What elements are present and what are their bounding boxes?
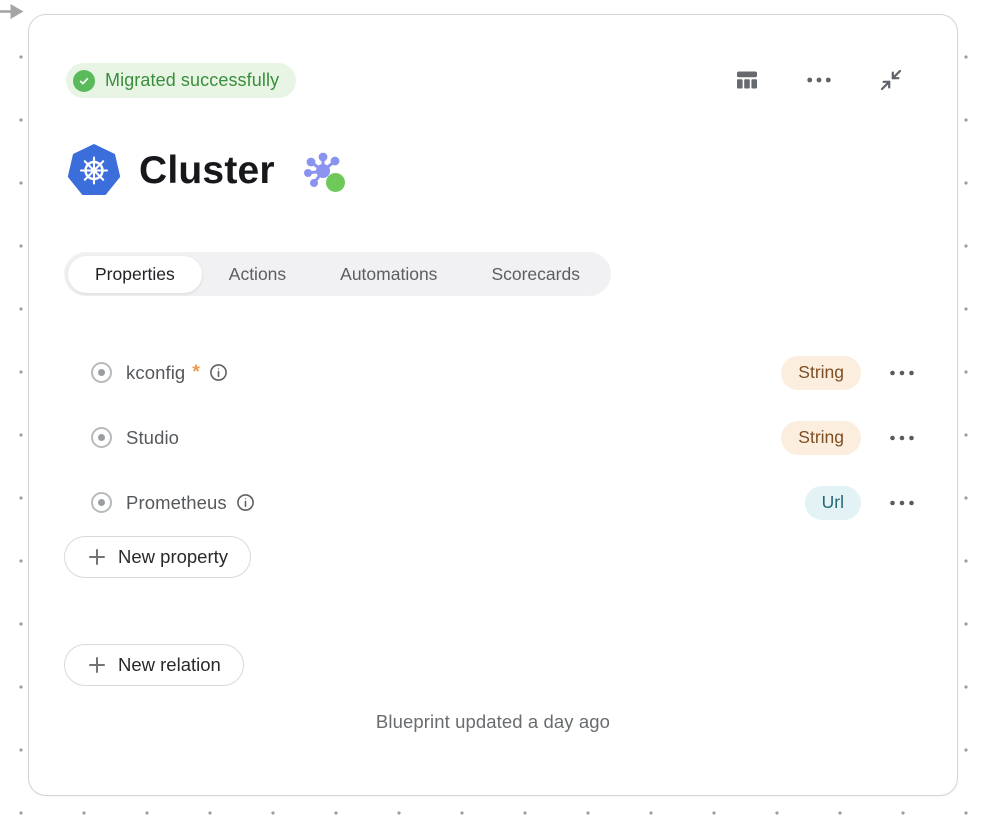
kubernetes-icon (67, 144, 121, 195)
kebab-icon (890, 500, 914, 505)
property-row-studio[interactable]: Studio String (64, 405, 922, 470)
page-title: Cluster (139, 149, 275, 192)
info-icon[interactable] (236, 493, 255, 512)
new-property-label: New property (118, 546, 229, 567)
property-menu-button[interactable] (888, 424, 916, 452)
tab-actions[interactable]: Actions (202, 256, 313, 293)
plus-icon (89, 657, 105, 673)
card-toolbar (734, 67, 904, 93)
property-name: Studio (126, 426, 180, 448)
connector-arrow-icon (0, 4, 24, 19)
tab-properties[interactable]: Properties (68, 255, 202, 293)
property-row-kconfig[interactable]: kconfig * String (64, 340, 922, 405)
tab-bar: Properties Actions Automations Scorecard… (64, 252, 611, 296)
kebab-icon (890, 370, 914, 375)
collapse-icon (880, 69, 902, 91)
property-menu-button[interactable] (888, 359, 916, 387)
tab-scorecards[interactable]: Scorecards (464, 256, 607, 293)
title-row: Cluster (67, 144, 349, 198)
status-badge: Migrated successfully (66, 63, 297, 98)
property-name: Prometheus (126, 491, 227, 513)
plus-icon (89, 549, 105, 565)
property-row-prometheus[interactable]: Prometheus Url (64, 470, 922, 535)
property-name: kconfig (126, 361, 186, 383)
collapse-button[interactable] (878, 67, 904, 93)
property-type-icon (91, 492, 112, 513)
property-list: kconfig * String Stu (64, 340, 922, 535)
property-type-icon (91, 362, 112, 383)
status-label: Migrated successfully (105, 70, 280, 90)
property-menu-button[interactable] (888, 489, 916, 517)
more-options-button[interactable] (806, 67, 832, 93)
new-property-button[interactable]: New property (64, 536, 252, 578)
blueprint-graph-icon (303, 152, 345, 192)
ellipsis-icon (807, 77, 831, 83)
table-view-button[interactable] (734, 67, 760, 93)
kebab-icon (890, 435, 914, 440)
check-circle-icon (73, 69, 95, 92)
info-icon[interactable] (209, 363, 228, 382)
blueprint-updated-text: Blueprint updated a day ago (375, 711, 611, 732)
blueprint-card: Migrated successfully (28, 14, 958, 796)
required-marker: * (192, 361, 200, 383)
tab-automations[interactable]: Automations (313, 256, 464, 293)
property-type-badge: String (781, 420, 861, 455)
new-relation-label: New relation (118, 654, 221, 675)
property-type-badge: String (781, 355, 861, 390)
new-relation-button[interactable]: New relation (64, 644, 244, 686)
property-type-badge: Url (804, 485, 861, 520)
property-type-icon (91, 427, 112, 448)
table-icon (737, 71, 757, 89)
